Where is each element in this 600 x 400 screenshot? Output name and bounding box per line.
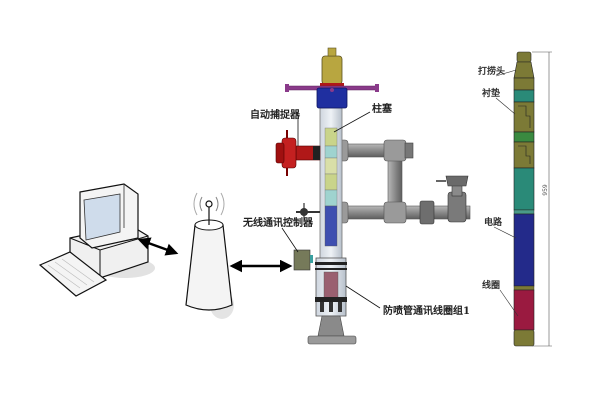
wireless-router-icon [185, 192, 234, 319]
label-bop-coil-assembly: 防喷管通讯线圈组1 [383, 304, 470, 317]
leader-liner [495, 97, 516, 115]
dimension-value: 959 [542, 184, 549, 196]
label-auto-catcher: 自动捕捉器 [250, 108, 301, 121]
leader-wireless-controller [281, 227, 299, 253]
plunger-tool [513, 51, 535, 347]
leader-plunger [333, 111, 371, 133]
label-plunger: 柱塞 [372, 102, 393, 115]
link-arrow-computer-router [137, 237, 179, 256]
wellhead-assembly [275, 47, 471, 345]
label-wireless-controller: 无线通讯控制器 [242, 216, 314, 229]
label-fishing-head: 打捞头 [478, 65, 505, 77]
leader-bop-coil [345, 285, 381, 309]
wireless-controller-box [293, 249, 311, 271]
label-coil: 线圈 [482, 279, 500, 291]
label-circuit: 电路 [484, 216, 503, 228]
leader-fishing-head [495, 69, 517, 77]
leader-coil [499, 289, 519, 317]
leader-circuit [493, 226, 517, 239]
auto-catcher-part [275, 130, 321, 176]
dimension-line [532, 51, 552, 347]
label-liner: 衬垫 [482, 87, 500, 99]
computer-icon [38, 183, 155, 297]
